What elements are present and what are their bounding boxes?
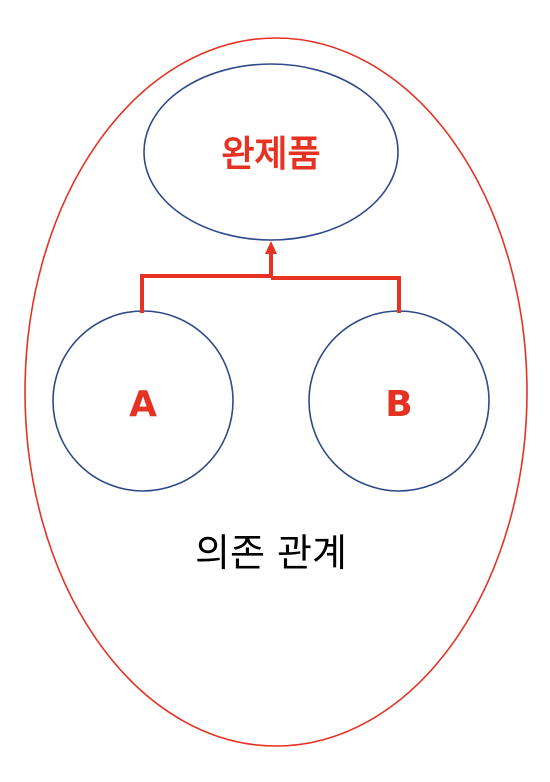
- product-label: 완제품: [221, 134, 320, 175]
- node-b-label: B: [385, 384, 412, 425]
- dependency-connector: [140, 254, 401, 313]
- product-node: [143, 63, 399, 241]
- connector-from-b: [271, 276, 401, 313]
- connector-from-a: [140, 274, 271, 313]
- arrowhead-icon: [265, 241, 277, 254]
- diagram-caption: 의존 관계: [195, 531, 347, 575]
- node-a-label: A: [129, 384, 157, 425]
- outer-boundary-ellipse: [24, 37, 528, 747]
